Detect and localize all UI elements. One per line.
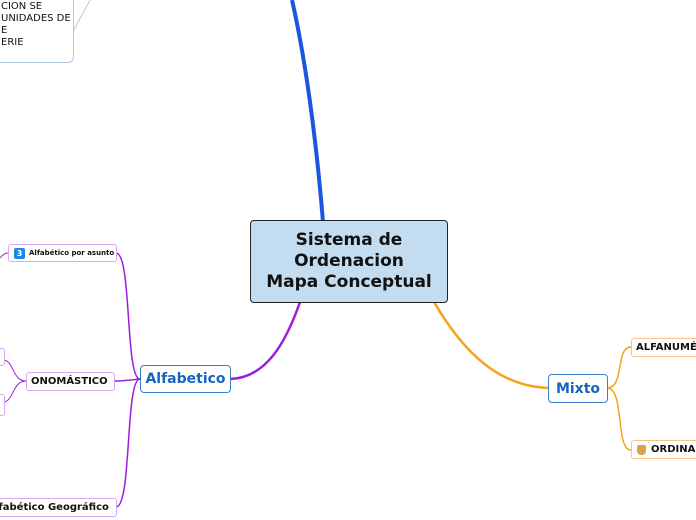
alfabetico-geografico-topic[interactable]: lfabético Geográfico — [0, 498, 117, 517]
alfabetico-por-asunto-label: Alfabético por asunto — [29, 249, 115, 257]
alfabetico-label: Alfabetico — [145, 371, 226, 387]
connector-onomastico-stub-bottom — [2, 380, 27, 403]
alfanumerico-topic[interactable]: ALFANUMÉ — [631, 338, 696, 357]
connector-alfabetico-asunto — [115, 252, 141, 380]
offscreen-subtopic[interactable] — [0, 348, 5, 366]
alfabetico-geografico-label: lfabético Geográfico — [0, 502, 109, 513]
note-line: ERIE — [1, 37, 24, 48]
connector-onomastico-stub-top — [2, 359, 27, 382]
central-topic-line: Ordenacion — [294, 251, 404, 271]
ordinal-topic[interactable]: ORDINA — [631, 440, 696, 459]
offscreen-subtopic[interactable] — [0, 394, 5, 416]
connector-central-mixto — [432, 301, 549, 390]
connector-central-alfabetico — [229, 301, 302, 381]
connector-alfabetico-onomastico — [113, 378, 141, 382]
connector-central-top — [290, 0, 325, 223]
central-topic[interactable]: Sistema de Ordenacion Mapa Conceptual — [250, 220, 448, 303]
note-line: CION SE — [1, 1, 43, 12]
truncated-note-node[interactable]: CION SE UNIDADES DE E ERIE — [0, 0, 74, 63]
ordinal-label: ORDINA — [651, 444, 696, 455]
note-line: E — [1, 25, 8, 36]
mixto-topic[interactable]: Mixto — [548, 374, 608, 403]
connector-mixto-alfanumerico — [606, 346, 632, 389]
alfanumerico-label: ALFANUMÉ — [636, 342, 696, 353]
onomastico-topic[interactable]: ONOMÁSTICO — [26, 372, 115, 391]
mixto-label: Mixto — [555, 380, 601, 397]
alfabetico-por-asunto-topic[interactable]: 3 Alfabético por asunto — [8, 244, 117, 262]
central-topic-line: Mapa Conceptual — [266, 272, 432, 292]
connector-asunto-stub — [0, 252, 9, 259]
number-3-icon: 3 — [14, 247, 25, 259]
central-topic-line: Sistema de — [295, 230, 403, 250]
connector-note — [73, 0, 91, 31]
connector-alfabetico-geografico — [115, 378, 141, 508]
money-bag-icon — [637, 444, 646, 455]
alfabetico-topic[interactable]: Alfabetico — [140, 365, 231, 393]
note-line: UNIDADES DE — [1, 13, 71, 24]
onomastico-label: ONOMÁSTICO — [31, 376, 108, 387]
connector-mixto-ordinal — [606, 387, 632, 451]
